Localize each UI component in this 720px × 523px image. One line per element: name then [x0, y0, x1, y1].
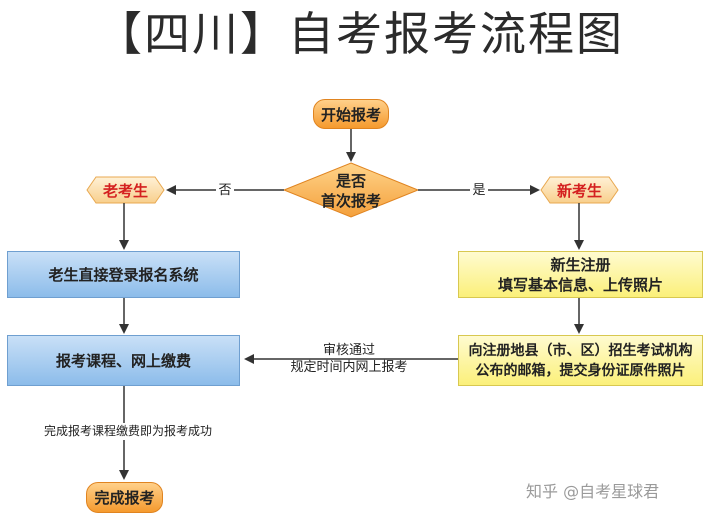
decision-line-2: 首次报考 [320, 192, 381, 210]
new-mail-line-2: 公布的邮箱，提交身份证原件照片 [475, 362, 686, 379]
decision-line-1: 是否 [335, 172, 366, 190]
edge-label-success: 完成报考课程缴费即为报考成功 [28, 423, 228, 440]
start-node: 开始报考 [313, 99, 389, 129]
edge-label-review: 审核通过 规定时间内网上报考 [274, 342, 424, 376]
pay-box: 报考课程、网上缴费 [7, 335, 240, 386]
new-candidate-label: 新考生 [556, 181, 602, 200]
old-candidate-label: 老考生 [102, 181, 148, 200]
new-mail-line-1: 向注册地县（市、区）招生考试机构 [468, 342, 693, 359]
edge-label-no: 否 [216, 182, 234, 199]
edge-label-yes: 是 [470, 182, 488, 199]
old-hex [86, 176, 165, 204]
review-line-2: 规定时间内网上报考 [290, 360, 408, 375]
new-register-line-2: 填写基本信息、上传照片 [497, 275, 663, 294]
review-line-1: 审核通过 [322, 343, 375, 358]
done-node: 完成报考 [86, 482, 163, 513]
decision-label: 是否 首次报考 [300, 172, 402, 210]
page-title: 【四川】自考报考流程图 [96, 7, 624, 61]
new-mail-box: 向注册地县（市、区）招生考试机构 公布的邮箱，提交身份证原件照片 [458, 335, 703, 386]
watermark: 知乎 @自考星球君 [526, 482, 660, 501]
decision-diamond [282, 162, 420, 218]
new-register-line-1: 新生注册 [550, 255, 611, 274]
new-register-box: 新生注册 填写基本信息、上传照片 [458, 251, 703, 298]
new-hex [540, 176, 619, 204]
old-login-box: 老生直接登录报名系统 [7, 251, 240, 298]
